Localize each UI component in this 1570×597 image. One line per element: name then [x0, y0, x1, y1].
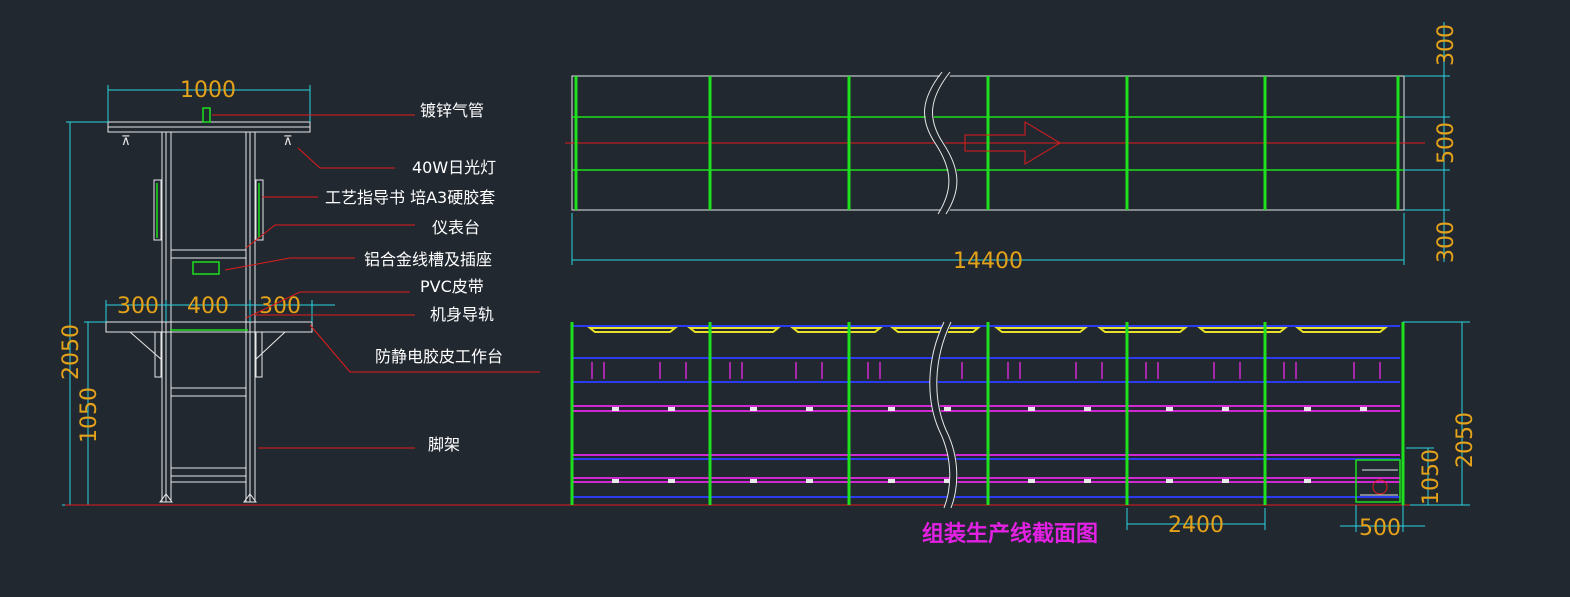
label-rail: 机身导轨 [430, 305, 494, 324]
dim-top-width: 1000 [180, 78, 236, 103]
label-air-pipe: 镀锌气管 [420, 101, 484, 120]
dim-front-height-table: 1050 [1419, 449, 1444, 505]
drawing-title: 组装生产线截面图 [922, 521, 1098, 547]
dim-plan-w2: 500 [1434, 122, 1459, 164]
plan-view: 14400 300 500 300 [565, 22, 1459, 274]
dim-plan-length: 14400 [953, 249, 1023, 274]
dim-front-height-total: 2050 [1453, 412, 1478, 468]
air-pipe-fitting [202, 107, 211, 123]
motor-icon [1372, 479, 1388, 495]
label-pvc-belt: PVC皮带 [420, 277, 484, 296]
guide-holder-right [255, 179, 264, 241]
side-view: ⊼ ⊼ 1000 [59, 78, 540, 506]
dim-plan-w1: 300 [1434, 24, 1459, 66]
wire-slot-socket [192, 261, 220, 275]
dim-plan-w3: 300 [1434, 221, 1459, 263]
dim-end-width: 500 [1359, 516, 1401, 541]
label-light: 40W日光灯 [412, 158, 496, 177]
label-instrument-table: 仪表台 [432, 218, 480, 237]
dim-total-height: 2050 [59, 324, 84, 380]
instrument-shelf [170, 249, 247, 259]
front-view: 2400 500 2050 1050 [570, 320, 1478, 541]
label-stand: 脚架 [428, 435, 460, 454]
lamp-left-icon: ⊼ [121, 134, 131, 149]
dim-center: 400 [187, 294, 229, 319]
dim-table-height: 1050 [77, 387, 102, 443]
guide-holder-left [153, 179, 162, 241]
label-wire-slot: 铝合金线槽及插座 [364, 250, 492, 269]
drive-motor-box [1355, 459, 1401, 503]
label-workbench: 防静电胶皮工作台 [375, 347, 503, 366]
dim-left-ext: 300 [117, 294, 159, 319]
label-guide-book: 工艺指导书 培A3硬胶套 [325, 188, 495, 207]
dim-bay: 2400 [1168, 513, 1224, 538]
flow-direction-arrow-icon [964, 121, 1061, 165]
lamp-right-icon: ⊼ [283, 134, 293, 149]
